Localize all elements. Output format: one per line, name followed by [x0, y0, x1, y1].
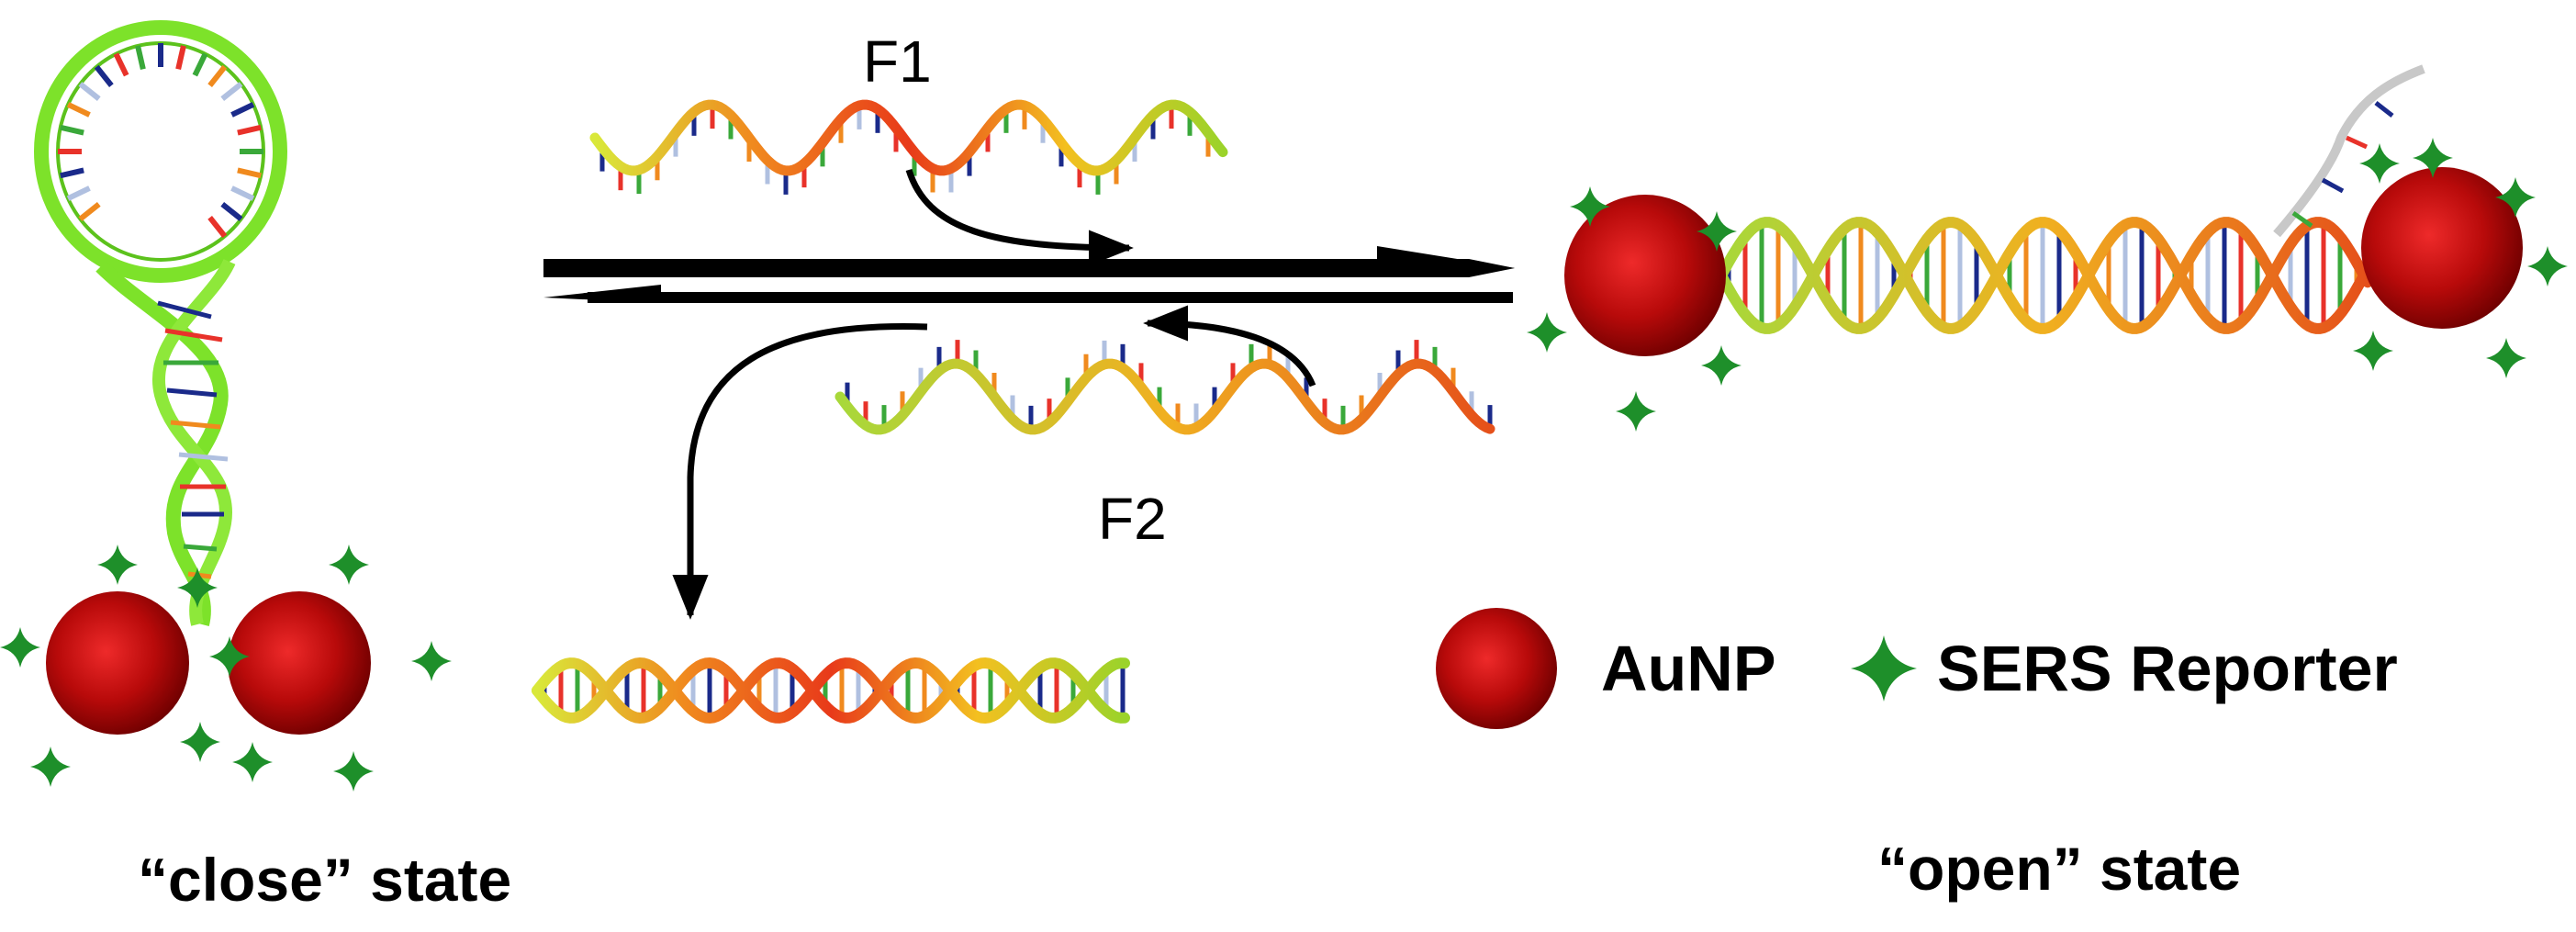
open-state-overhang-strand [2273, 64, 2425, 238]
hairpin-loop-inner [56, 41, 265, 262]
open-state-overhang-bases [2291, 101, 2394, 229]
equilibrium-arrows [543, 168, 1515, 620]
f2-dna-strand [834, 340, 1495, 435]
backbone-strand [532, 657, 1130, 724]
forward-arrow-head [1377, 246, 1515, 268]
hairpin-loop-bases [58, 43, 263, 239]
sers-reporter-star-icon [0, 627, 40, 668]
backbone-strand [1716, 217, 2373, 334]
close-state-aunp-left [46, 591, 189, 735]
hairpin-dna [34, 20, 287, 626]
f2-entry-curved-arrow [1143, 305, 1316, 387]
sers-reporter-star-icon [1701, 345, 1742, 386]
sers-reporter-star-icon [411, 641, 452, 681]
reverse-arrow-head [543, 285, 661, 303]
base-pairs [1726, 222, 2359, 329]
backbone-strand [1716, 217, 2373, 334]
close-state-aunp-group [46, 591, 371, 735]
close-state-sers-reporters [0, 545, 452, 792]
legend [1436, 608, 1917, 729]
legend-sers-star-icon [1851, 635, 1917, 702]
hairpin-stem-bases [157, 300, 229, 579]
open-state-sers-reporters [1527, 138, 2568, 432]
sers-reporter-star-icon [177, 567, 218, 608]
sers-reporter-star-icon [1616, 391, 1656, 432]
sers-reporter-star-icon [1527, 312, 1567, 353]
sers-reporter-star-icon [1570, 186, 1610, 227]
close-state-aunp-right [228, 591, 371, 735]
sers-reporter-star-icon [2495, 177, 2536, 218]
release-curved-arrow [672, 323, 928, 620]
legend-aunp-swatch [1436, 608, 1557, 729]
open-state-duplex-dna [1716, 217, 2373, 334]
backbone-strand [834, 358, 1495, 435]
open-state-aunp-group [1564, 167, 2523, 356]
sers-reporter-star-icon [2486, 338, 2526, 378]
sers-reporter-star-icon [97, 545, 138, 585]
f1-dna-strand [589, 99, 1228, 195]
sers-reporter-star-icon [1697, 211, 1737, 252]
hairpin-stem-strand-b [152, 258, 236, 626]
sers-reporter-star-icon [209, 636, 250, 677]
hairpin-stem-strand-a [95, 261, 229, 626]
sers-reporter-star-icon [2527, 246, 2568, 286]
sers-reporter-star-icon [333, 751, 374, 792]
legend-sers-label: SERS Reporter [1937, 633, 2398, 704]
sers-reporter-star-icon [180, 722, 220, 762]
f1-entry-curved-arrow [905, 168, 1134, 266]
forward-arrow-shaft [543, 259, 1515, 277]
sers-reporter-star-icon [30, 747, 71, 787]
hairpin-loop-outer [34, 20, 287, 283]
legend-sers-star-icon [1851, 635, 1917, 702]
close-state-label: “close” state [138, 846, 512, 914]
backbone-strand [589, 99, 1228, 176]
open-state-aunp-right [2361, 167, 2523, 329]
backbone-strand [532, 657, 1130, 724]
open-state-aunp-left [1564, 195, 1726, 356]
sers-reporter-star-icon [329, 545, 369, 585]
sers-reporter-star-icon [2359, 143, 2400, 184]
f1-label: F1 [863, 28, 932, 95]
released-duplex-dna [532, 657, 1130, 724]
sers-reporter-star-icon [2353, 331, 2393, 371]
open-state-label: “open” state [1877, 835, 2242, 903]
sers-reporter-star-icon [2413, 138, 2453, 178]
sers-reporter-star-icon [232, 742, 273, 782]
legend-aunp-label: AuNP [1601, 633, 1776, 704]
f2-label: F2 [1098, 486, 1167, 552]
reverse-arrow-shaft [588, 292, 1513, 303]
